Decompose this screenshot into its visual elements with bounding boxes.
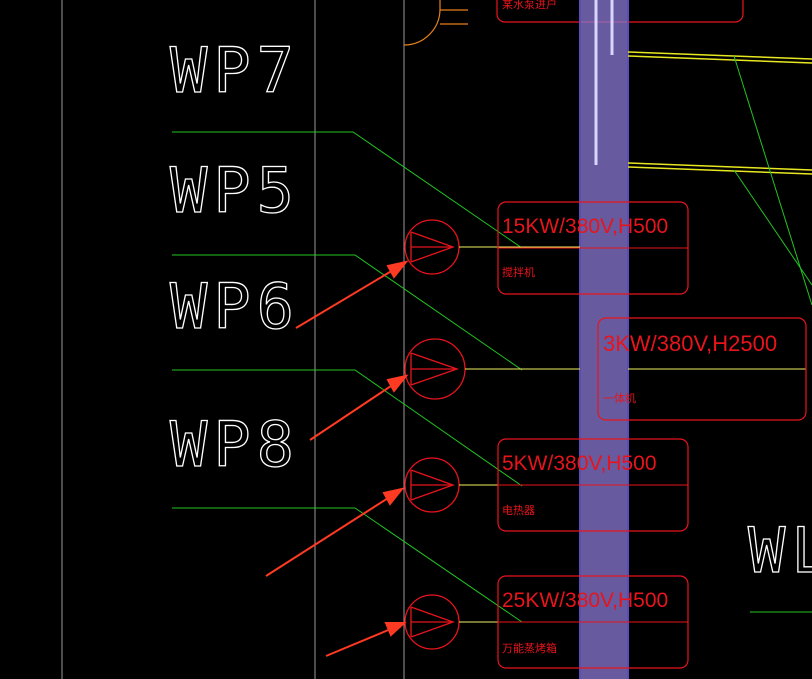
circuit-label-wp6: WP6: [170, 270, 300, 343]
motor-symbol-1: [404, 219, 460, 275]
motor-symbol-3: [404, 457, 460, 513]
arrow-head-icon: [382, 487, 405, 506]
equipment-box-2[interactable]: 3KW/380V,H2500 一体机: [597, 317, 807, 421]
top-door-symbol: [403, 0, 468, 46]
equipment-spec: 5KW/380V,H500: [502, 452, 657, 475]
arrow-icon: [265, 492, 397, 577]
grid-lines: [61, 0, 405, 679]
circuit-wires: [172, 131, 523, 623]
arrow-head-icon: [384, 622, 407, 637]
arrow-icon: [309, 379, 401, 441]
arrow-head-icon: [386, 260, 409, 279]
wire-wp6: [172, 254, 523, 371]
arrow-icon: [295, 265, 401, 329]
wire-wp8: [172, 369, 523, 487]
circuit-label-wl: WL: [748, 514, 812, 587]
arrow-icon: [325, 625, 399, 657]
circuit-label-wp5: WP5: [170, 154, 300, 227]
cable-tray: [627, 51, 812, 175]
equipment-name: 搅拌机: [502, 265, 535, 279]
diagonal-wires: [733, 55, 812, 306]
circuit-label-wp7: WP7: [170, 34, 300, 107]
bus-duct: [579, 0, 629, 679]
equipment-spec: 3KW/380V,H2500: [603, 331, 777, 356]
wire-wp7: [172, 507, 523, 623]
arrow-head-icon: [386, 374, 409, 393]
equipment-name: 一体机: [603, 391, 636, 405]
motor-symbol-2: [404, 338, 466, 400]
equipment-name: 电热器: [502, 504, 535, 517]
equipment-spec: 15KW/380V,H500: [502, 215, 668, 238]
top-equipment-label: 某水泵进户: [502, 0, 557, 11]
circuit-label-wp8: WP8: [170, 408, 300, 481]
equipment-name: 万能蒸烤箱: [502, 641, 557, 655]
annotation-arrows: [265, 260, 409, 657]
equipment-box-3[interactable]: 5KW/380V,H500 电热器: [497, 438, 689, 532]
motor-symbol-4: [404, 594, 460, 650]
equipment-spec: 25KW/380V,H500: [502, 589, 668, 612]
equipment-box-4[interactable]: 25KW/380V,H500 万能蒸烤箱: [497, 575, 689, 669]
equipment-box-1[interactable]: 15KW/380V,H500 搅拌机: [497, 201, 689, 295]
wire-wp5: [172, 131, 523, 249]
